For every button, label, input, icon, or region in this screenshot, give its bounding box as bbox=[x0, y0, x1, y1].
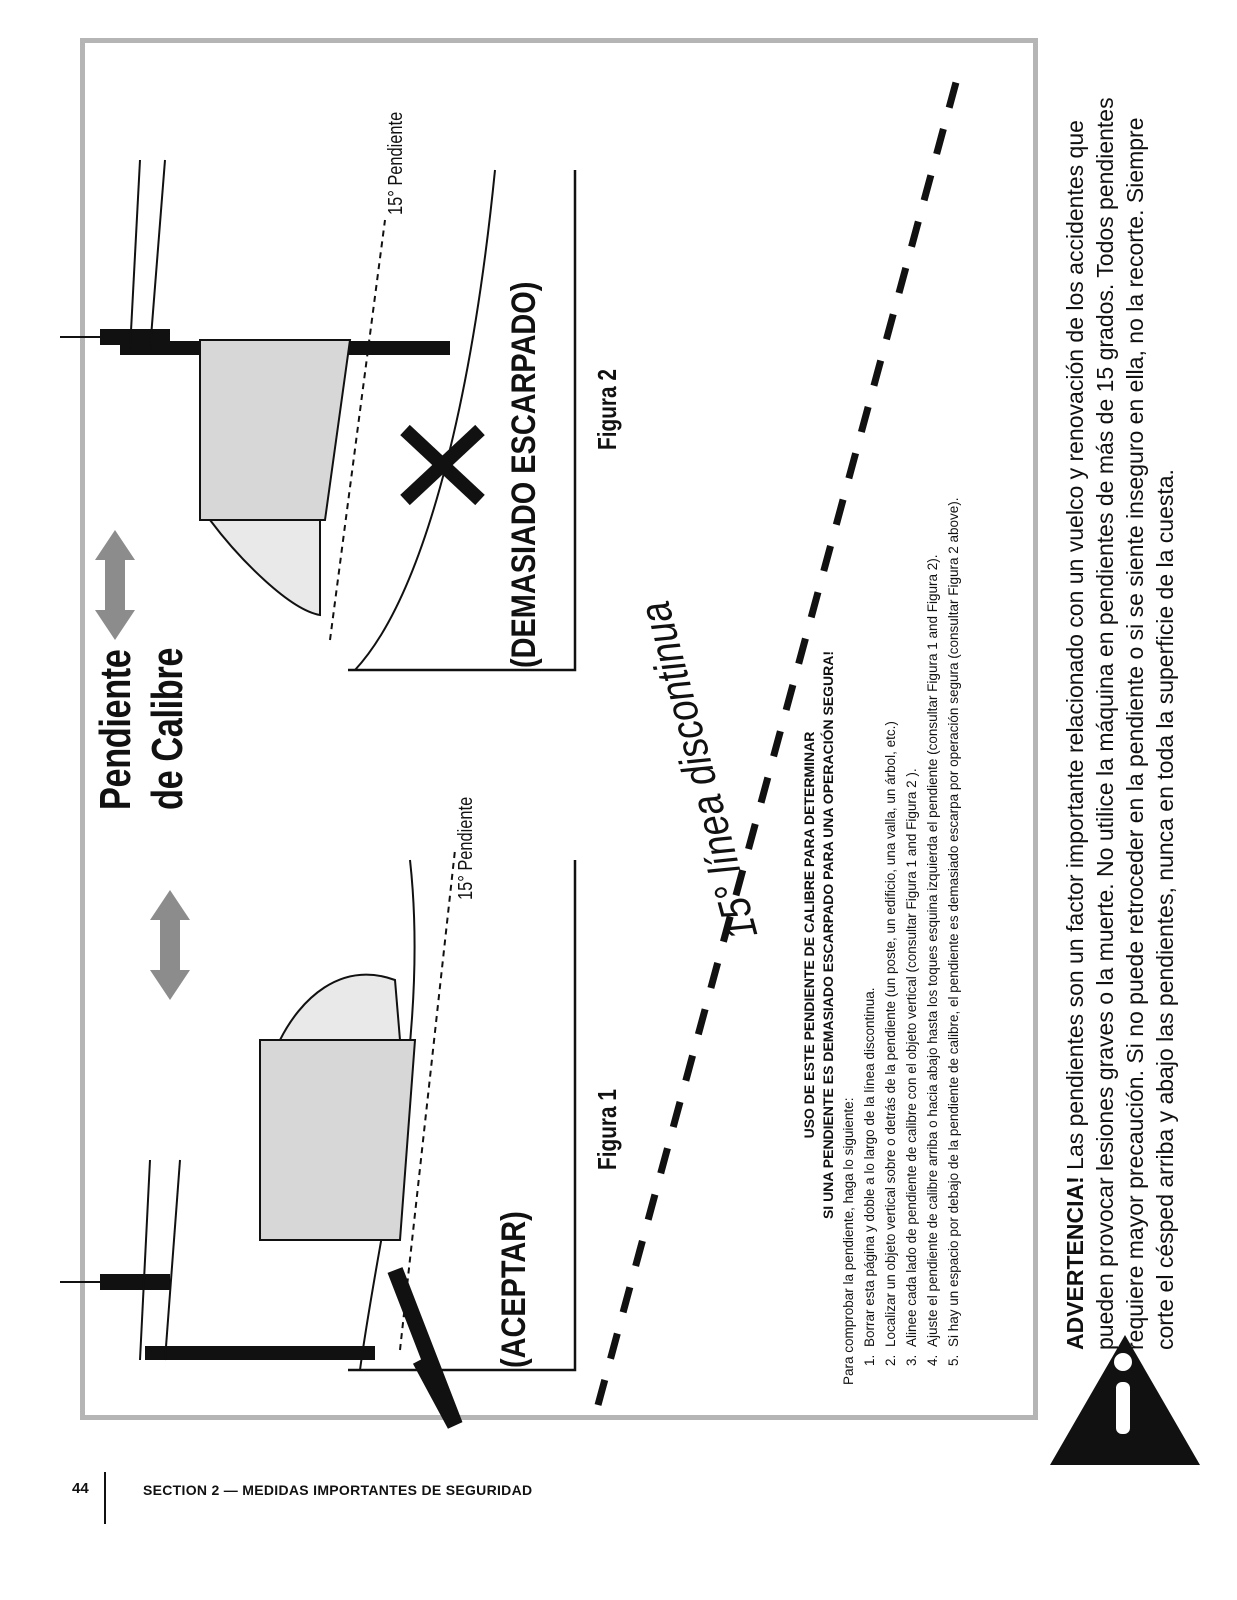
warning-triangle-icon bbox=[1050, 1335, 1200, 1465]
gauge-frame bbox=[80, 38, 1038, 1420]
fold-dashed-line bbox=[594, 74, 962, 1406]
warning-text: ADVERTENCIA! Las pendientes son un facto… bbox=[1060, 60, 1180, 1350]
instructions-steps: Borrar esta página y doble a lo largo de… bbox=[859, 485, 964, 1385]
page-number: 44 bbox=[72, 1480, 89, 1497]
warning-body: Las pendientes son un factor importante … bbox=[1062, 97, 1178, 1350]
figure1-verdict: (ACEPTAR) bbox=[495, 1211, 533, 1368]
instructions-intro: Para comprobar la pendiente, haga lo sig… bbox=[841, 1097, 856, 1385]
instruction-step: Si hay un espacio por debajo de la pendi… bbox=[943, 485, 964, 1351]
instructions-heading-2: SI UNA PENDIENTE ES DEMASIADO ESCARPADO … bbox=[820, 650, 836, 1220]
instruction-step: Ajuste el pendiente de calibre arriba o … bbox=[922, 485, 943, 1351]
figure2-drawing bbox=[60, 159, 577, 672]
figure1-caption: Figura 1 bbox=[592, 1089, 622, 1170]
figure2-verdict: (DEMASIADO ESCARPADO) bbox=[505, 281, 543, 668]
figure1-drawing bbox=[60, 849, 577, 1429]
instructions-heading-1: USO DE ESTE PENDIENTE DE CALIBRE PARA DE… bbox=[801, 731, 817, 1139]
footer-divider bbox=[104, 1472, 106, 1524]
title-line1: Pendiente bbox=[91, 649, 140, 810]
figure2-caption: Figura 2 bbox=[592, 369, 622, 450]
instruction-step: Localizar un objeto vertical sobre o det… bbox=[880, 485, 901, 1351]
title-line2: de Calibre bbox=[143, 647, 192, 810]
figure2-slope-label: 15° Pendiente bbox=[385, 111, 407, 215]
warning-label: ADVERTENCIA! bbox=[1062, 1176, 1088, 1350]
instruction-step: Borrar esta página y doble a lo largo de… bbox=[859, 485, 880, 1351]
instruction-step: Alinee cada lado de pendiente de calibre… bbox=[901, 485, 922, 1351]
section-title: SECTION 2 — MEDIDAS IMPORTANTES DE SEGUR… bbox=[143, 1482, 533, 1498]
instructions-block: USO DE ESTE PENDIENTE DE CALIBRE PARA DE… bbox=[800, 485, 964, 1385]
gauge-title: Pendiente de Calibre bbox=[90, 648, 194, 810]
figure1-slope-label: 15° Pendiente bbox=[455, 796, 477, 900]
